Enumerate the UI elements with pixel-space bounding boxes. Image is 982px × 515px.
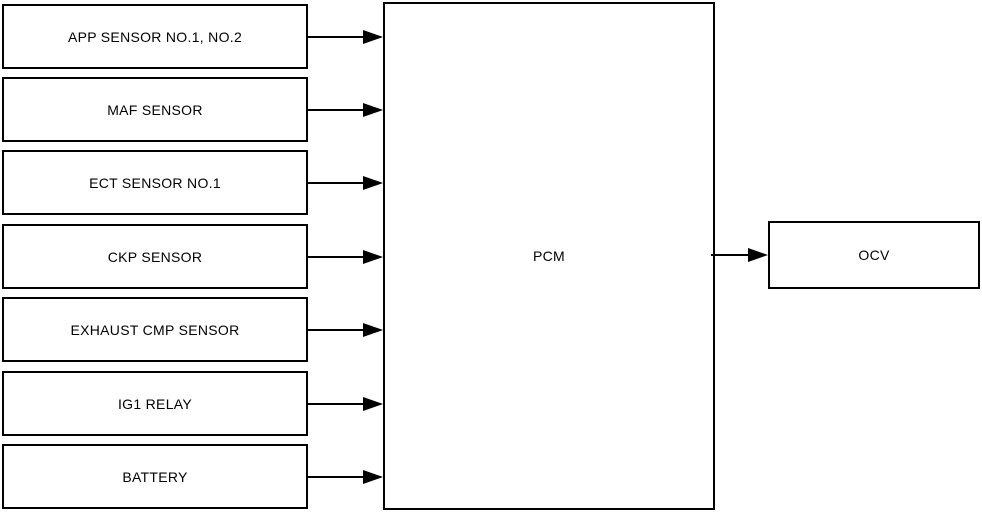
arrow-ig1-relay-to-pcm [308, 396, 383, 412]
ocv-box: OCV [768, 221, 980, 289]
ocv-box-label: OCV [858, 247, 890, 263]
input-box-app-sensor: APP SENSOR NO.1, NO.2 [2, 4, 308, 69]
arrow-head-icon [363, 323, 383, 337]
arrow-line [308, 403, 363, 405]
input-box-app-sensor-label: APP SENSOR NO.1, NO.2 [67, 28, 243, 45]
arrow-app-sensor-to-pcm [308, 29, 383, 45]
input-box-exhaust-cmp-sensor-label: EXHAUST CMP SENSOR [70, 321, 240, 338]
arrow-line [308, 329, 363, 331]
input-box-maf-sensor: MAF SENSOR [2, 77, 308, 142]
arrow-line [308, 36, 363, 38]
arrow-head-icon [363, 176, 383, 190]
input-box-ig1-relay-label: IG1 RELAY [117, 395, 193, 412]
arrow-head-icon [363, 103, 383, 117]
arrow-exhaust-cmp-sensor-to-pcm [308, 322, 383, 338]
arrow-ect-sensor-to-pcm [308, 175, 383, 191]
arrow-head-icon [363, 250, 383, 264]
arrow-head-icon [748, 248, 768, 262]
arrow-line [308, 476, 363, 478]
arrow-head-icon [363, 397, 383, 411]
pcm-box-label: PCM [532, 248, 565, 264]
arrow-head-icon [363, 30, 383, 44]
input-box-ig1-relay: IG1 RELAY [2, 371, 308, 436]
arrow-maf-sensor-to-pcm [308, 102, 383, 118]
arrow-line [308, 182, 363, 184]
pcm-box: PCM [383, 2, 715, 510]
arrow-pcm-to-ocv [711, 247, 768, 263]
input-box-maf-sensor-label: MAF SENSOR [107, 101, 203, 118]
arrow-line [308, 109, 363, 111]
arrow-line [711, 254, 748, 256]
input-box-ckp-sensor: CKP SENSOR [2, 224, 308, 289]
arrow-battery-to-pcm [308, 469, 383, 485]
arrow-ckp-sensor-to-pcm [308, 249, 383, 265]
input-box-exhaust-cmp-sensor: EXHAUST CMP SENSOR [2, 297, 308, 362]
input-box-ect-sensor: ECT SENSOR NO.1 [2, 150, 308, 215]
input-box-battery: BATTERY [2, 444, 308, 509]
input-box-ckp-sensor-label: CKP SENSOR [107, 248, 203, 265]
arrow-line [308, 256, 363, 258]
input-box-battery-label: BATTERY [122, 468, 188, 485]
arrow-head-icon [363, 470, 383, 484]
input-box-ect-sensor-label: ECT SENSOR NO.1 [89, 174, 221, 191]
